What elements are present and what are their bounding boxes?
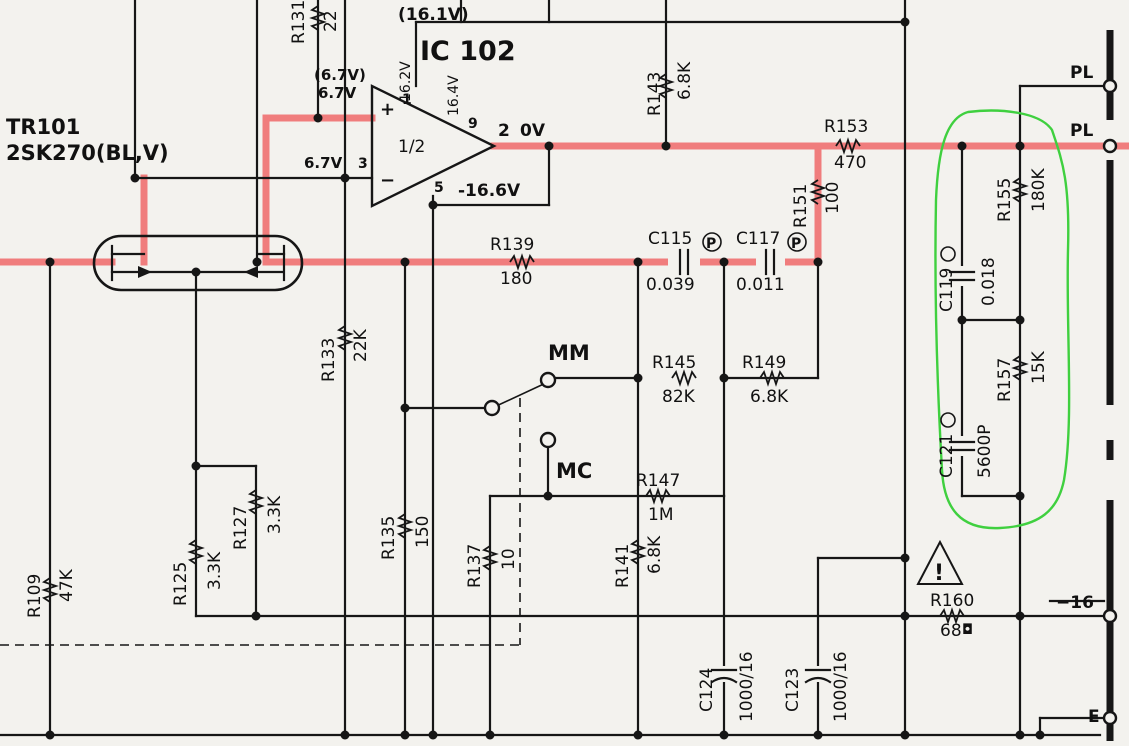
r127-ref: R127 — [231, 506, 251, 550]
opamp-symbol: + − — [370, 84, 497, 208]
r149-value: 6.8K — [750, 387, 789, 407]
transistor-part: 2SK270(BL,V) — [6, 141, 169, 165]
c119-ref: C119 — [937, 268, 957, 312]
svg-text:+: + — [380, 99, 395, 120]
r141-value: 6.8K — [645, 535, 665, 574]
r153-ref: R153 — [824, 117, 868, 137]
p-mark-icon — [702, 232, 722, 252]
c121-value: 5600P — [975, 424, 995, 478]
junctions — [45, 17, 1045, 740]
c123-ref: C123 — [783, 668, 803, 712]
pin-plus-paren-voltage: (6.7V) — [314, 66, 366, 84]
r157-value: 15K — [1029, 350, 1049, 384]
r147-ref: R147 — [636, 471, 680, 491]
r151-ref: R151 — [791, 184, 811, 228]
r157-ref: R157 — [995, 358, 1015, 402]
c124-value: 1000/16 — [737, 651, 757, 722]
labels: TR101 2SK270(BL,V) IC 102 1/2 (16.1V) (6… — [6, 0, 1100, 727]
safety-icon — [916, 539, 964, 585]
c115-value: 0.039 — [646, 275, 695, 295]
switch-mc-label: MC — [556, 459, 592, 483]
pin-5-label: 5 — [434, 180, 444, 196]
signal-path — [0, 114, 1129, 266]
r133-value: 22K — [351, 328, 371, 362]
r139-ref: R139 — [490, 235, 534, 255]
marker-icon — [940, 412, 956, 428]
c123-value: 1000/16 — [831, 651, 851, 722]
terminals — [1102, 78, 1118, 726]
vminus-voltage: -16.6V — [458, 181, 521, 201]
highlight-outline — [934, 109, 1071, 530]
c115-ref: C115 — [648, 229, 692, 249]
r145-ref: R145 — [652, 353, 696, 373]
switch-contacts — [483, 371, 557, 449]
pin-top-voltage-a: 16.2V — [398, 61, 414, 102]
pin-plus-voltage: 6.7V — [318, 84, 357, 102]
terminal-e: E — [1088, 707, 1100, 727]
r137-ref: R137 — [465, 544, 485, 588]
r160-ref: R160 — [930, 591, 974, 611]
r131-ref: R131 — [289, 0, 309, 44]
terminal-pl-top: PL — [1070, 63, 1093, 83]
r127-value: 3.3K — [265, 495, 285, 534]
r125-value: 3.3K — [205, 551, 225, 590]
svg-text:−: − — [380, 170, 395, 191]
supply-voltage: (16.1V) — [398, 5, 469, 25]
r139-value: 180 — [500, 269, 532, 289]
terminal-pl: PL — [1070, 121, 1093, 141]
r143-value: 6.8K — [675, 61, 695, 100]
pin-3-label: 3 — [358, 156, 368, 172]
p-mark-c115: P — [706, 236, 716, 252]
r109-ref: R109 — [25, 574, 45, 618]
r155-ref: R155 — [995, 178, 1015, 222]
r137-value: 10 — [499, 548, 519, 570]
c124-ref: C124 — [697, 668, 717, 712]
p-mark-icon — [787, 232, 807, 252]
p-mark-c117: P — [791, 236, 801, 252]
c121-ref: C121 — [937, 434, 957, 478]
r149-ref: R149 — [742, 353, 786, 373]
r125-ref: R125 — [171, 562, 191, 606]
r133-ref: R133 — [319, 338, 339, 382]
c117-ref: C117 — [736, 229, 780, 249]
r135-value: 150 — [413, 516, 433, 548]
terminal-neg16: −16 — [1056, 593, 1094, 613]
r160-value: 68 — [940, 621, 962, 641]
fuse-mark: ◘ — [962, 622, 973, 638]
switch-mm-label: MM — [548, 341, 590, 365]
r145-value: 82K — [662, 387, 696, 407]
pin-9-label: 9 — [468, 116, 478, 132]
pin-1-label: 1 — [402, 92, 412, 108]
r147-value: 1M — [648, 505, 673, 525]
capacitor-symbols — [668, 248, 976, 684]
safety-mark: ! — [934, 561, 944, 586]
r141-ref: R141 — [613, 544, 633, 588]
r153-value: 470 — [834, 153, 866, 173]
r131-value: 22 — [321, 10, 341, 32]
r151-value: 100 — [823, 182, 843, 214]
pin-2-label: 2 — [498, 121, 510, 141]
c117-value: 0.011 — [736, 275, 785, 295]
r155-value: 180K — [1029, 168, 1049, 212]
pin-top-voltage-b: 16.4V — [446, 75, 462, 116]
opamp-ref: IC 102 — [420, 36, 516, 67]
marker-icon — [940, 246, 956, 262]
r109-value: 47K — [57, 568, 77, 602]
pin-neg-voltage: 6.7V — [304, 154, 343, 172]
output-voltage: 0V — [520, 121, 546, 141]
transistor-ref: TR101 — [6, 115, 80, 139]
opamp-section: 1/2 — [398, 137, 425, 157]
r135-ref: R135 — [379, 516, 399, 560]
resistor-symbols — [41, 5, 1029, 625]
c119-value: 0.018 — [979, 257, 999, 306]
r143-ref: R143 — [645, 72, 665, 116]
